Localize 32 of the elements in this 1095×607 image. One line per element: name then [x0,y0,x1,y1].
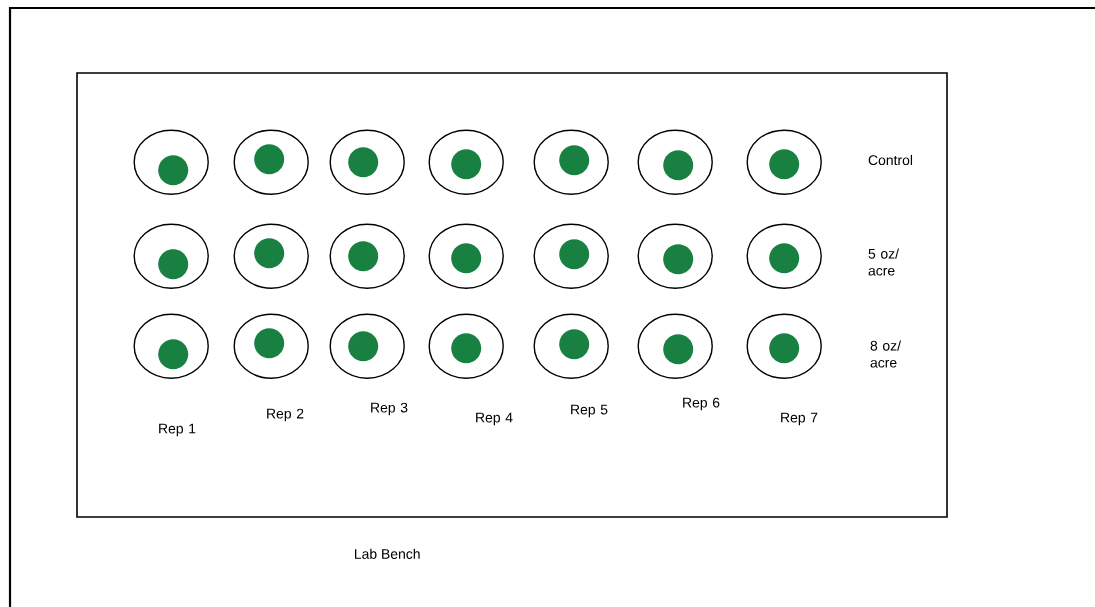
pot [329,313,405,379]
pot [637,223,713,289]
pot [746,313,822,379]
pot [329,129,405,195]
text-label: Rep 2 [267,408,304,422]
node-label: Lab Bench [355,548,420,559]
text-label: 5 oz/ acre [868,248,899,276]
pot [233,223,309,289]
pot [533,223,609,289]
pot [233,313,309,379]
pot [428,313,504,379]
pot [233,129,309,195]
pot [746,223,822,289]
text-label: Rep 3 [371,402,408,416]
pot [329,223,405,289]
pot [533,313,609,379]
pot [133,223,209,289]
text-label: Rep 5 [571,404,608,418]
text-label: Rep 1 [159,423,196,437]
pot [428,223,504,289]
pot [746,129,822,195]
pot [133,313,209,379]
text-label: Rep 4 [476,412,513,426]
pot [133,129,209,195]
text-label: 8 oz/ acre [870,340,901,368]
text-label: Rep 6 [683,397,720,411]
text-label: Rep 7 [781,412,818,426]
text-label: Control [868,154,913,166]
pot [533,129,609,195]
pot [637,129,713,195]
pot [428,129,504,195]
pot [637,313,713,379]
